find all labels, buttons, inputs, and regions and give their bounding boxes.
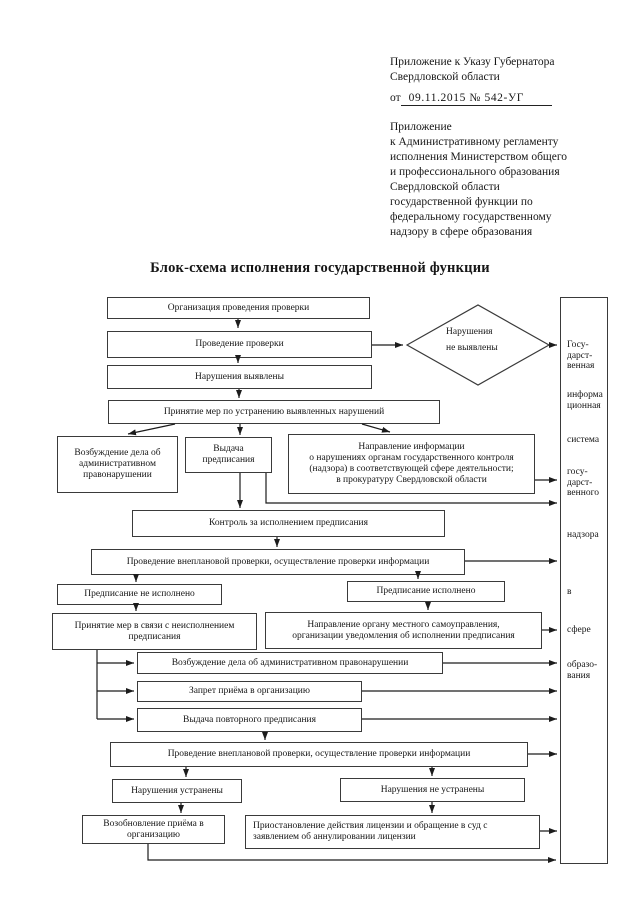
flow-node-send-info: Направление информации о нарушениях орга… (288, 434, 535, 494)
flow-node-admission-resume: Возобновление приёма в организацию (82, 815, 225, 844)
gis-label-segment: надзора (567, 530, 599, 540)
flow-node-notify-local-government: Направление органу местного самоуправлен… (265, 612, 542, 649)
flow-node-order-executed: Предписание исполнено (347, 581, 505, 602)
flow-node-violations-not-eliminated: Нарушения не устранены (340, 778, 525, 802)
flow-node-organization-of-check: Организация проведения проверки (107, 297, 370, 319)
gis-label-segment: в (567, 587, 572, 597)
gis-label-segment: образо- вания (567, 660, 598, 681)
flow-node-measures-nonexecution: Принятие мер в связи с неисполнением пре… (52, 613, 257, 650)
flow-node-unplanned-check-2: Проведение внеплановой проверки, осущест… (110, 742, 528, 767)
gis-vertical-label-box: Госу- дарст- венная информа ционная сист… (560, 297, 608, 864)
appendix-decree-reference: Приложение к Указу Губернатора Свердловс… (390, 56, 555, 83)
gis-label-segment: госу- дарст- венного (567, 467, 599, 498)
flow-node-control-execution: Контроль за исполнением предписания (132, 510, 445, 537)
gis-label-segment: сфере (567, 625, 591, 635)
flow-node-license-suspend: Приостановление действия лицензии и обра… (245, 815, 540, 849)
gis-label-segment: информа ционная (567, 390, 603, 411)
page-title: Блок-схема исполнения государственной фу… (150, 260, 490, 276)
gis-label-segment: Госу- дарст- венная (567, 340, 595, 371)
flow-node-violations-eliminated: Нарушения устранены (112, 779, 242, 803)
decree-prefix: от (390, 92, 401, 104)
appendix-regulation-reference: Приложение к Административному регламент… (390, 121, 568, 238)
flow-node-admission-ban: Запрет приёма в организацию (137, 681, 362, 702)
decision-no-violations-label: Нарушения не выявлены (446, 327, 498, 353)
flow-node-unplanned-check-1: Проведение внеплановой проверки, осущест… (91, 549, 465, 575)
flow-node-issue-order: Выдача предписания (185, 437, 272, 473)
flow-node-order-not-executed: Предписание не исполнено (57, 584, 222, 605)
flow-node-violations-found: Нарушения выявлены (107, 365, 372, 389)
flow-node-admin-case-1: Возбуждение дела об административном пра… (57, 436, 178, 493)
decree-date-number: 09.11.2015 № 542-УГ (400, 92, 552, 106)
flow-node-admin-case-2: Возбуждение дела об административном пра… (137, 652, 443, 674)
flow-node-take-measures: Принятие мер по устранению выявленных на… (108, 400, 440, 424)
flow-node-conduct-check: Проведение проверки (107, 331, 372, 358)
flow-node-repeat-order: Выдача повторного предписания (137, 708, 362, 732)
gis-label-segment: система (567, 435, 600, 445)
